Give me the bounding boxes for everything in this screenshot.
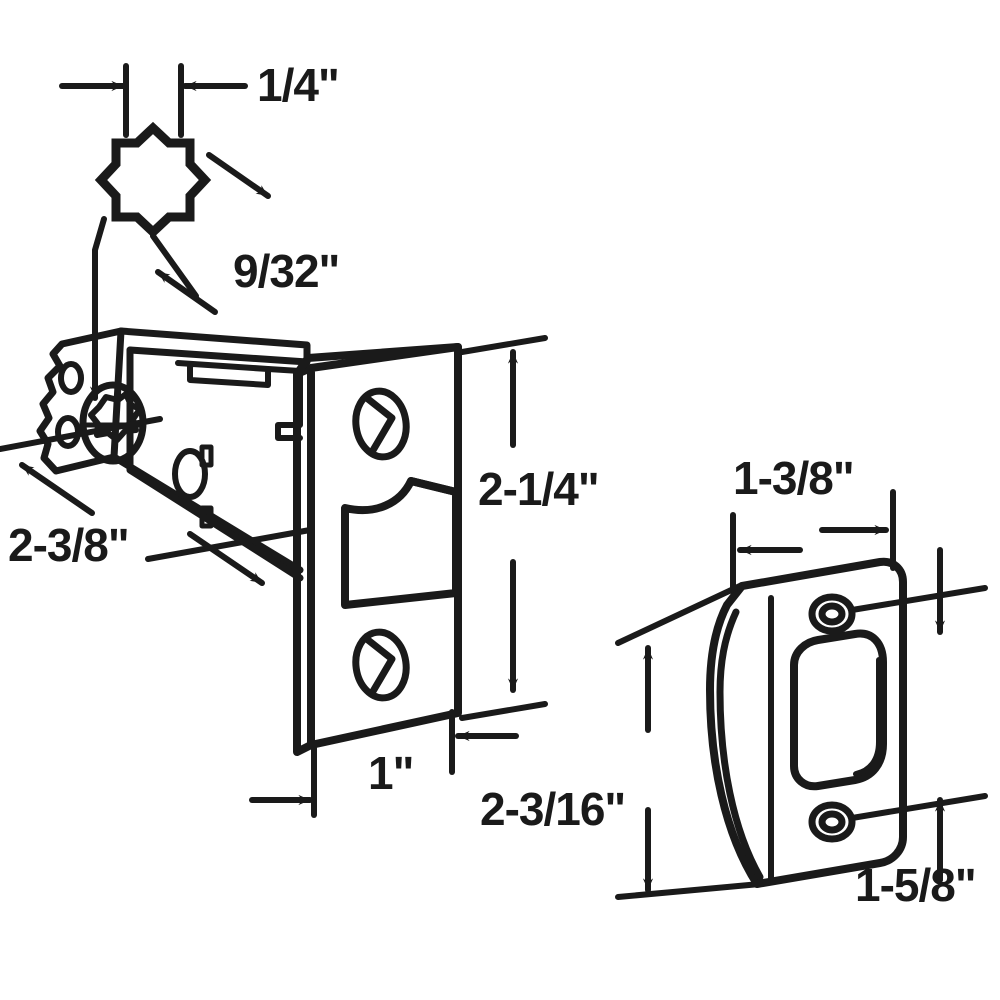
faceplate-top-bevel	[293, 343, 462, 378]
dimension-label-strike-lip-height: 1-5/8"	[855, 859, 977, 911]
strike-latch-opening	[790, 629, 887, 791]
strike-height-extension	[615, 582, 763, 900]
strike-screw-hole-bottom	[808, 801, 856, 843]
backset-dimension	[0, 416, 313, 562]
faceplate-width-arrows	[249, 730, 519, 806]
latch-bolt-bevel-edge	[407, 477, 460, 496]
latch-case-oval-hole	[172, 448, 208, 500]
faceplate-edge-thickness	[293, 364, 315, 756]
faceplate-front	[307, 343, 462, 749]
latch-rear-endcap	[36, 327, 125, 475]
faceplate-screw-hole-bottom	[352, 628, 410, 702]
strike-latch-opening-inner	[853, 657, 882, 777]
dimension-label-spindle-across: 9/32"	[233, 245, 340, 297]
dimension-label-strike-height: 2-3/16"	[480, 783, 626, 835]
latch-case-top	[117, 327, 311, 366]
strike-plate-lip-inner	[716, 608, 764, 881]
faceplate-height-extension	[459, 335, 548, 721]
dimension-label-faceplate-height: 2-1/4"	[478, 463, 600, 515]
dimension-label-faceplate-width: 1"	[368, 747, 414, 799]
backset-arrows	[19, 462, 265, 586]
quarter-inch-dimension	[123, 63, 184, 138]
latch-bolt	[341, 477, 460, 609]
strike-plate-body	[706, 557, 907, 888]
strike-screw-hole-top	[808, 593, 856, 635]
latch-case-slot	[175, 360, 271, 388]
latch-case-notch-lower	[199, 505, 214, 529]
faceplate-screw-hole-top	[352, 387, 410, 461]
dimension-label-spindle-width: 1/4"	[257, 59, 340, 111]
strike-width-extension	[730, 489, 896, 595]
dimension-label-strike-width: 1-3/8"	[733, 452, 855, 504]
octagram-spindle-hole	[94, 121, 212, 239]
latch-case-notch-upper	[199, 444, 214, 468]
dimension-label-backset: 2-3/8"	[8, 519, 130, 571]
nine-thirtyseconds-arrows	[155, 152, 271, 315]
strike-screw-leaders	[849, 585, 988, 821]
latch-rear-hole-top	[58, 361, 84, 395]
spindle-hub-star	[88, 391, 143, 443]
faceplate-width-extension	[311, 709, 455, 818]
strike-width-arrows	[737, 524, 889, 556]
